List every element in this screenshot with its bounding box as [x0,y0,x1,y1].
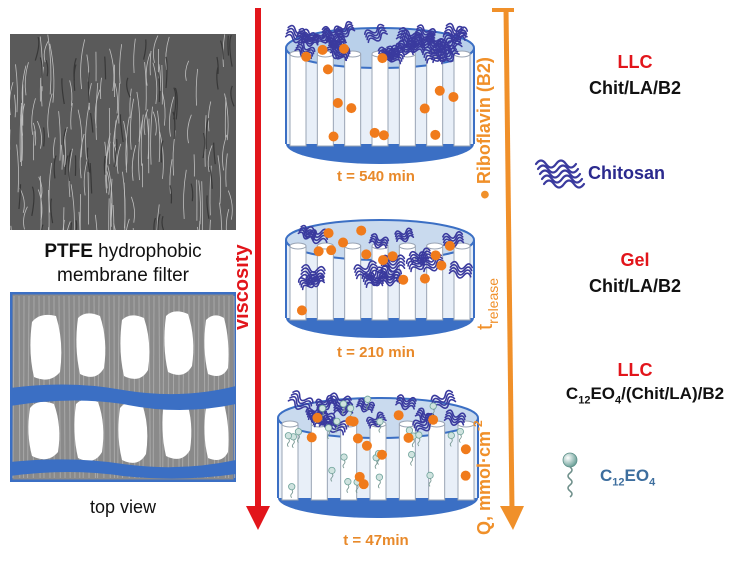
riboflavin-label: ● Riboflavin (B2) [474,57,494,200]
gel-formula: Chit/LA/B2 [589,276,681,296]
t-release-main: t [472,324,497,330]
llc2-title: LLC [617,360,653,380]
chitosan-cluster-1 [284,20,469,65]
llc1-title: LLC [617,52,653,72]
release-arrow [492,7,524,530]
viscosity-arrow [246,8,270,530]
central-diagram: viscosity ● Riboflavin (B2) trelease Q, … [236,7,524,535]
membrane-gel [285,219,475,338]
ptfe-sem-image [10,34,236,230]
riboflavin-dots-2 [296,225,455,316]
c12-c: C [600,466,613,485]
ptfe-bold: PTFE [44,241,93,262]
gel-title: Gel [620,250,650,270]
c12-sub1: 12 [612,476,625,489]
ptfe-membrane-label: PTFE hydrophobic membrane filter [0,240,246,288]
ptfe-rest: hydrophobic [92,241,202,262]
membrane-llc-c12 [277,389,479,518]
t-release-label: trelease [472,278,501,330]
riboflavin-dots-3 [306,410,471,490]
chitosan-legend-icon [534,159,586,189]
chitosan-legend-label: Chitosan [588,163,666,183]
q-label: Q, mmol·cm-2 [471,420,494,535]
q-label-main: Q, mmol·cm [474,431,494,535]
time-bottom: t = 47min [343,532,409,549]
c12-eo: EO [624,466,650,485]
pores-1 [289,50,471,147]
top-view-label: top view [89,497,157,517]
viscosity-label: viscosity [236,244,253,330]
llc2-eo: EO [590,384,616,403]
llc2-rest: /(Chit/LA)/B2 [621,384,725,403]
q-label-sup: -2 [471,420,485,431]
time-middle: t = 210 min [337,344,415,361]
c12-sub2: 4 [649,476,656,489]
llc1-formula: Chit/LA/B2 [589,78,681,98]
time-top: t = 540 min [337,168,415,185]
c12eo4-legend-icon [562,452,578,498]
c12eo4-legend-label: C12EO4 [600,466,655,488]
top-view-schematic [10,292,236,482]
membrane-llc-chit [284,20,475,164]
llc2-sub1: 12 [578,394,591,407]
llc2-c: C [565,384,579,403]
llc2-formula: C12EO4/(Chit/LA)/B2 [540,384,750,406]
llc2-sub2: 4 [615,394,622,407]
t-release-sub: release [485,278,501,324]
ptfe-line2: membrane filter [57,265,189,286]
riboflavin-dots-1 [301,43,459,142]
